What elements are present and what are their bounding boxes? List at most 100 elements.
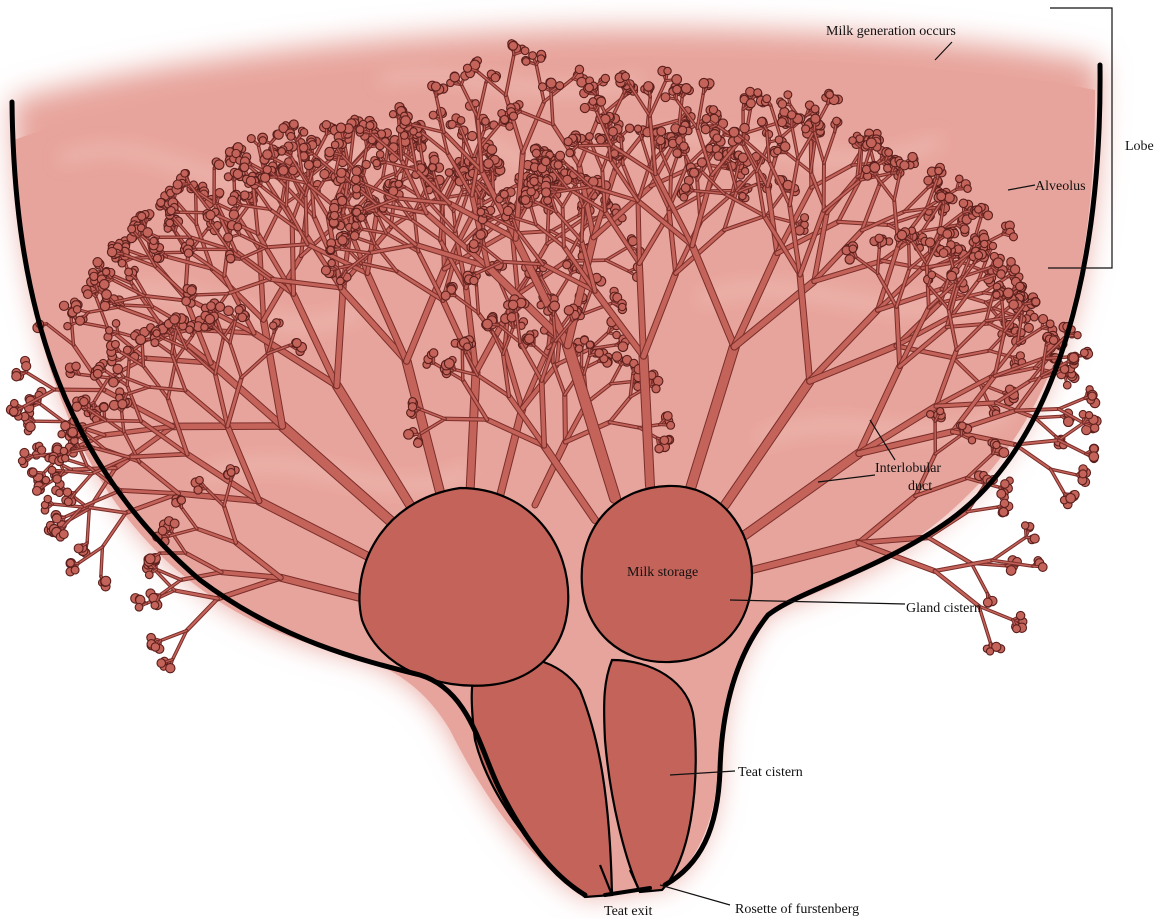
duct-segment — [102, 513, 125, 547]
alveolus — [177, 496, 185, 504]
alveolus — [246, 176, 255, 185]
alveolus — [482, 117, 490, 125]
alveolus — [556, 82, 564, 90]
alveolus — [376, 151, 384, 159]
alveolus — [530, 177, 538, 185]
alveolus — [618, 342, 628, 352]
alveolus — [194, 486, 202, 494]
alveolus — [56, 489, 63, 496]
alveolus — [476, 230, 485, 239]
alveolus — [609, 127, 618, 136]
alveolus — [100, 280, 110, 290]
alveolus — [157, 198, 165, 206]
alveolus — [441, 291, 450, 300]
alveolus — [229, 210, 238, 219]
alveolus — [33, 487, 42, 496]
alveolus — [173, 180, 182, 189]
duct-segment — [563, 207, 564, 247]
alveolus — [509, 41, 518, 50]
alveolus — [240, 163, 249, 172]
alveolus — [53, 475, 61, 483]
alveolus — [118, 400, 127, 409]
alveolus — [657, 127, 666, 136]
alveolus — [352, 167, 361, 176]
alveolus — [101, 576, 111, 586]
alveolus — [206, 210, 215, 219]
alveolus — [170, 315, 179, 324]
alveolus — [709, 106, 717, 114]
alveolus — [12, 372, 21, 381]
alveolus — [338, 196, 347, 205]
alveolus — [612, 352, 621, 361]
alveolus — [503, 206, 512, 215]
alveolus — [300, 129, 308, 137]
duct-segment — [75, 474, 92, 493]
alveolus — [20, 448, 29, 457]
alveolus — [215, 302, 224, 311]
alveolus — [103, 268, 110, 275]
alveolus — [207, 302, 216, 311]
alveolus — [136, 335, 146, 345]
alveolus — [655, 444, 663, 452]
duct-segment — [306, 195, 307, 235]
alveolus — [304, 160, 313, 169]
alveolus — [153, 330, 160, 337]
alveolus — [111, 340, 119, 348]
alveolus — [325, 147, 334, 156]
alveolus — [554, 161, 562, 169]
alveolus — [500, 190, 508, 198]
alveolus — [634, 125, 641, 132]
alveolus — [601, 74, 609, 82]
alveolus — [224, 233, 233, 242]
alveolus — [625, 124, 633, 132]
alveolus — [261, 173, 270, 182]
alveolus — [150, 237, 157, 244]
alveolus — [660, 436, 668, 444]
alveolus — [430, 155, 439, 164]
alveolus — [182, 297, 191, 306]
alveolus — [118, 259, 126, 267]
alveolus — [67, 559, 75, 567]
alveolus — [214, 160, 224, 170]
alveolus — [395, 180, 402, 187]
alveolus — [410, 128, 417, 135]
alveolus — [331, 141, 339, 149]
alveolus — [224, 306, 234, 316]
alveolus — [93, 369, 102, 378]
alveolus — [713, 134, 721, 142]
alveolus — [158, 526, 167, 535]
alveolus — [52, 514, 61, 523]
alveolus — [113, 364, 123, 374]
alveolus — [362, 160, 370, 168]
alveolus — [338, 236, 347, 245]
alveolus — [83, 290, 92, 299]
alveolus — [73, 306, 81, 314]
alveolus — [166, 664, 175, 673]
alveolus — [201, 324, 208, 331]
alveolus — [678, 126, 686, 134]
alveolus — [287, 132, 295, 140]
alveolus — [537, 55, 544, 62]
alveolus — [468, 131, 477, 140]
alveolus — [68, 428, 78, 438]
alveolus — [170, 519, 179, 528]
alveolus — [484, 159, 494, 169]
duct-segment — [638, 201, 639, 263]
alveolus — [714, 152, 723, 161]
alveolus — [522, 58, 530, 66]
alveolus — [187, 286, 196, 295]
alveolus — [107, 247, 116, 256]
alveolus — [100, 301, 109, 310]
alveolus — [181, 170, 189, 178]
alveolus — [263, 150, 272, 159]
alveolus — [509, 112, 517, 120]
alveolus — [431, 82, 440, 91]
alveolus — [71, 566, 79, 574]
alveolus — [337, 277, 344, 284]
alveolus — [680, 142, 688, 150]
alveolus — [205, 314, 214, 323]
alveolus — [153, 254, 161, 262]
alveolus — [575, 345, 583, 353]
alveolus — [667, 421, 675, 429]
